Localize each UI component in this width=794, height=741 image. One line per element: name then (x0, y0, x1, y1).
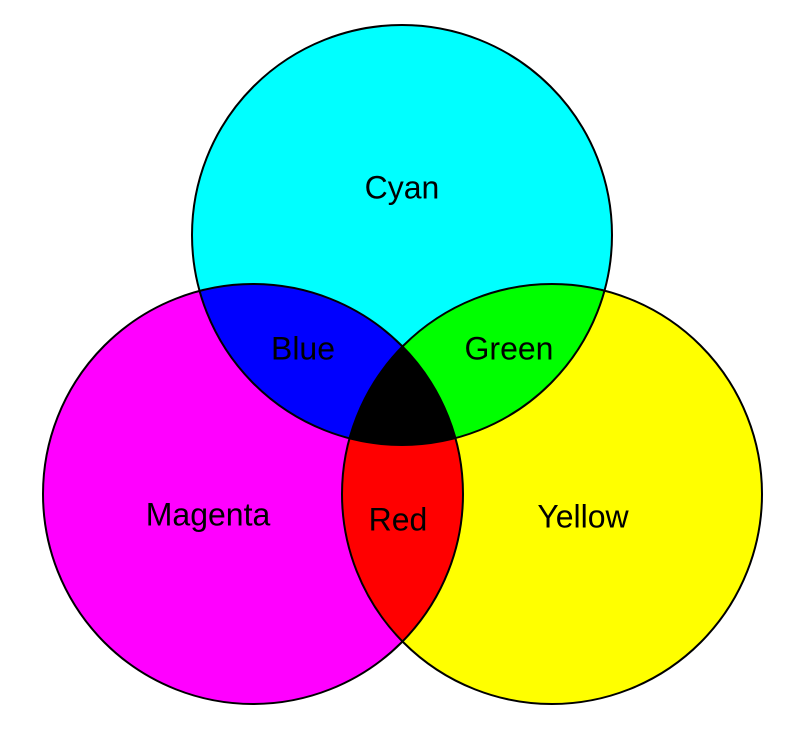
cyan-circle-outline (191, 24, 613, 446)
red-label: Red (369, 501, 428, 537)
yellow-label: Yellow (537, 498, 629, 534)
cyan-label: Cyan (365, 169, 440, 205)
blue-overlap (192, 284, 463, 445)
blue-label: Blue (271, 330, 335, 366)
green-overlap (342, 284, 612, 445)
magenta-circle-outline (42, 283, 464, 705)
green-label: Green (465, 330, 554, 366)
magenta-label: Magenta (146, 496, 271, 532)
yellow-circle-outline (341, 283, 763, 705)
